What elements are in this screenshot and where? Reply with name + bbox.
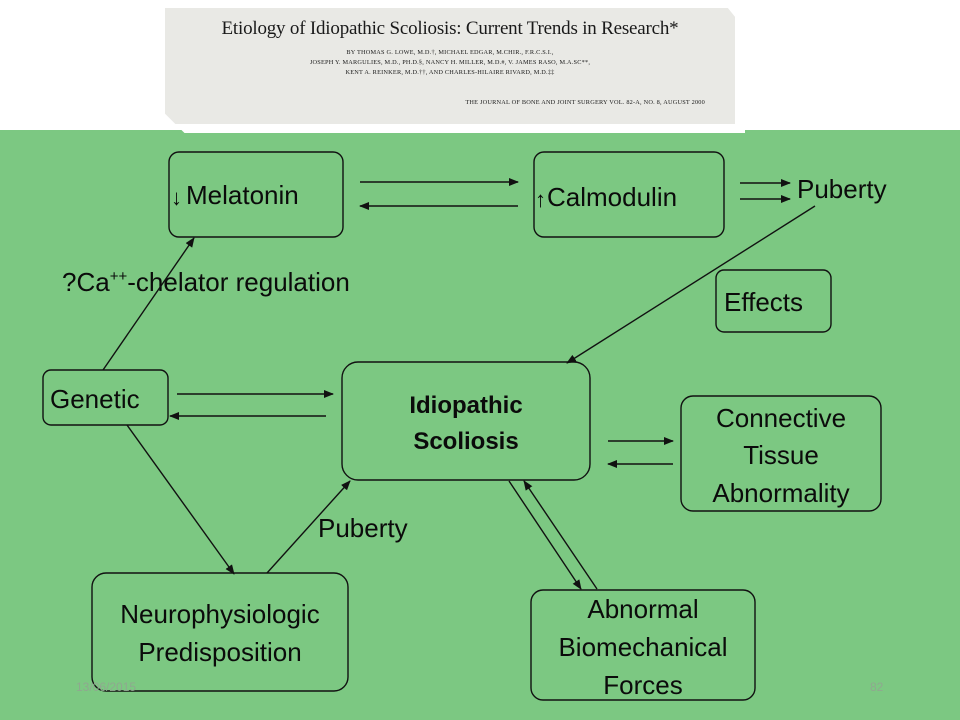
node-genetic-box <box>42 369 169 426</box>
node-connective-tissue-line-3: Abnormality <box>712 478 849 508</box>
node-connective-tissue-line-1: Connective <box>716 403 846 433</box>
node-biomechanical: Abnormal Biomechanical Forces <box>530 589 756 701</box>
slide-date: 13/06/2015 <box>76 680 137 694</box>
paper-authors: BY THOMAS G. LOWE, M.D.†, MICHAEL EDGAR,… <box>165 48 735 78</box>
node-melatonin: ↓ Melatonin <box>168 151 344 238</box>
node-idiopathic-scoliosis: Idiopathic Scoliosis <box>341 361 591 481</box>
node-biomechanical-line-1: Abnormal <box>587 594 698 624</box>
node-connective-tissue-line-2: Tissue <box>743 440 819 470</box>
node-idiopathic-scoliosis-line-1: Idiopathic <box>409 392 522 419</box>
node-calmodulin-box <box>533 151 725 238</box>
edge-puberty-to-scoliosis <box>566 205 816 364</box>
down-arrow-icon: ↓ <box>171 185 182 210</box>
label-calcium-prefix: ?Ca <box>62 267 110 297</box>
paper-author-line: KENT A. REINKER, M.D.††, AND CHARLES-HIL… <box>345 69 555 76</box>
paper-title: Etiology of Idiopathic Scoliosis: Curren… <box>221 18 679 39</box>
node-neurophysiologic-line-2: Predisposition <box>138 637 301 667</box>
edge-scoliosis-to-biomechanical <box>508 480 582 590</box>
edge-neurophysiologic-to-scoliosis <box>266 480 351 574</box>
node-neurophysiologic: Neurophysiologic Predisposition <box>91 572 349 692</box>
node-calmodulin-label: Calmodulin <box>547 182 677 212</box>
node-genetic-label: Genetic <box>50 384 140 414</box>
node-biomechanical-line-3: Forces <box>603 670 682 700</box>
paper-author-line: JOSEPH Y. MARGULIES, M.D., PH.D.§, NANCY… <box>309 59 591 66</box>
node-calmodulin: ↑ Calmodulin <box>533 151 725 238</box>
edge-genetic-to-neurophysiologic <box>126 424 235 575</box>
slide-number: 82 <box>870 680 884 694</box>
node-neurophysiologic-line-1: Neurophysiologic <box>120 599 319 629</box>
node-connective-tissue: Connective Tissue Abnormality <box>680 395 882 512</box>
node-neurophysiologic-box <box>91 572 349 692</box>
node-idiopathic-scoliosis-box <box>341 361 591 481</box>
node-melatonin-box <box>168 151 344 238</box>
edge-genetic-to-melatonin <box>102 237 195 371</box>
node-idiopathic-scoliosis-line-2: Scoliosis <box>413 428 518 455</box>
node-connective-tissue-box <box>680 395 882 512</box>
label-calcium-superscript: ++ <box>110 268 128 285</box>
node-melatonin-label: Melatonin <box>186 180 299 210</box>
edge-biomechanical-to-scoliosis <box>523 480 598 590</box>
paper-header-content: Etiology of Idiopathic Scoliosis: Curren… <box>165 8 735 124</box>
node-effects-label: Effects <box>724 287 803 317</box>
paper-author-line: BY THOMAS G. LOWE, M.D.†, MICHAEL EDGAR,… <box>346 49 554 56</box>
label-calcium-suffix: -chelator regulation <box>127 267 350 297</box>
node-biomechanical-box <box>530 589 756 701</box>
label-calcium-chelator: ?Ca++-chelator regulation <box>62 267 350 297</box>
label-puberty-top: Puberty <box>797 174 887 204</box>
paper-journal-citation: THE JOURNAL OF BONE AND JOINT SURGERY VO… <box>465 99 705 106</box>
node-biomechanical-line-2: Biomechanical <box>558 632 727 662</box>
node-genetic: Genetic <box>42 369 169 426</box>
node-effects: Effects <box>715 269 832 333</box>
node-effects-box <box>715 269 832 333</box>
label-puberty-bottom: Puberty <box>318 513 408 543</box>
up-arrow-icon: ↑ <box>535 187 546 212</box>
paper-header-image: Etiology of Idiopathic Scoliosis: Curren… <box>155 0 745 133</box>
